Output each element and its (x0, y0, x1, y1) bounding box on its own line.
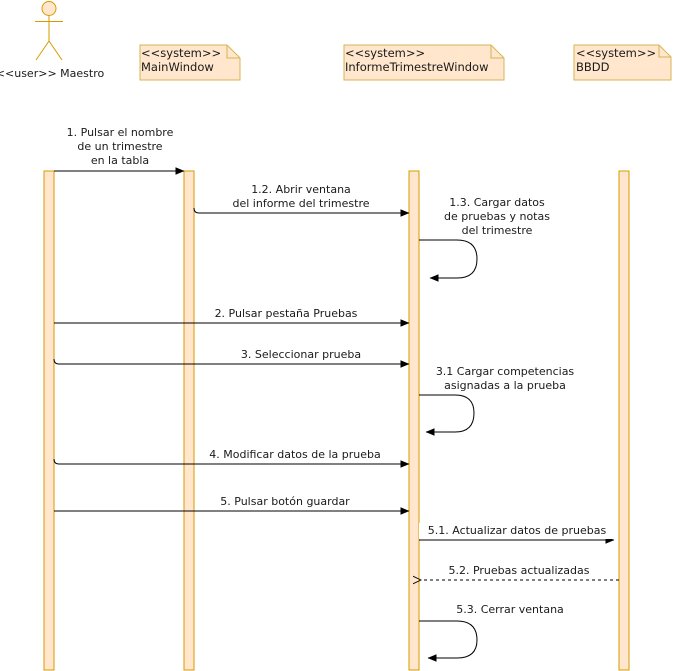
message-label-line: 1.2. Abrir ventana (251, 183, 351, 196)
note-fold (658, 45, 671, 58)
message-label-1: 1. Pulsar el nombre de un trimestre en l… (67, 126, 174, 167)
message-label-line: 4. Modificar datos de la prueba (209, 448, 381, 461)
message-label-5-2: 5.2. Pruebas actualizadas (440, 563, 598, 579)
actor-figure (35, 1, 63, 61)
participant-stereotype: <<system>> (576, 46, 656, 60)
message-label-line: asignadas a la prueba (444, 379, 566, 392)
label-background (198, 447, 390, 463)
actor-leg-right (48, 40, 63, 61)
message-arrow-3 (53, 358, 410, 368)
message-label-line: 5.2. Pruebas actualizadas (448, 564, 589, 577)
message-label-line: 3. Seleccionar prueba (241, 348, 361, 361)
message-label-line: 1. Pulsar el nombre (67, 126, 174, 139)
message-arrow-3-1 (419, 394, 475, 436)
message-label-5: 5. Pulsar botón guardar (210, 494, 360, 510)
participant-name: InformeTrimestreWindow (345, 60, 489, 74)
note-fold (226, 45, 240, 59)
message-label-line: 5.3. Cerrar ventana (456, 603, 564, 616)
participant-stereotype: <<system>> (345, 46, 425, 60)
message-label-line: 1.3. Cargar datos (449, 196, 545, 209)
message-label-line: en la tabla (91, 154, 149, 167)
message-label-1-3: 1.3. Cargar datos de pruebas y notas del… (444, 196, 550, 237)
label-background (419, 523, 615, 539)
message-label-4: 4. Modificar datos de la prueba (198, 447, 390, 463)
message-label-2: 2. Pulsar pestaña Pruebas (205, 306, 365, 322)
actor-label: <<user>> Maestro (0, 67, 104, 80)
note-shape (343, 44, 505, 81)
participant-stereotype: <<system>> (141, 46, 221, 60)
activation-bar-bbdd (618, 170, 630, 671)
note-shape (139, 44, 241, 81)
message-label-line: 5. Pulsar botón guardar (220, 495, 350, 508)
actor-leg-left (35, 40, 50, 61)
message-label-3: 3. Seleccionar prueba (240, 347, 362, 363)
message-label-line: 2. Pulsar pestaña Pruebas (215, 307, 358, 320)
participant-name: BBDD (576, 60, 610, 74)
message-label-line: del informe del trimestre (232, 197, 369, 210)
label-background (205, 306, 365, 322)
message-label-line: de un trimestre (77, 140, 162, 153)
message-arrow-4 (53, 458, 410, 468)
message-label-5-3: 5.3. Cerrar ventana (456, 603, 564, 616)
participant-mainwindow: <<system>> MainWindow (139, 44, 241, 81)
activation-bar-actor (43, 170, 55, 671)
note-shape (573, 44, 672, 81)
activation-bar-informetrimestrewindow (408, 170, 420, 671)
actor-head (41, 1, 57, 16)
message-label-line: del trimestre (462, 224, 533, 237)
label-background (440, 563, 598, 579)
participant-informetrimestrewindow: <<system>> InformeTrimestreWindow (343, 44, 505, 81)
activation-bar-mainwindow (183, 170, 195, 671)
participant-name: MainWindow (141, 60, 214, 74)
message-arrow-5-3 (419, 620, 478, 662)
message-arrow-1-3 (419, 239, 478, 282)
message-arrow-1-2 (193, 207, 410, 217)
label-background (240, 347, 362, 363)
message-label-1-2: 1.2. Abrir ventana del informe del trime… (232, 183, 369, 210)
note-fold (490, 45, 504, 59)
message-label-line: 5.1. Actualizar datos de pruebas (428, 524, 607, 537)
message-label-line: 3.1 Cargar competencias (436, 365, 575, 378)
message-label-5-1: 5.1. Actualizar datos de pruebas (419, 523, 615, 539)
message-label-line: de pruebas y notas (444, 210, 550, 223)
message-label-3-1: 3.1 Cargar competencias asignadas a la p… (436, 365, 575, 392)
participant-bbdd: <<system>> BBDD (573, 44, 672, 81)
label-background (210, 494, 360, 510)
